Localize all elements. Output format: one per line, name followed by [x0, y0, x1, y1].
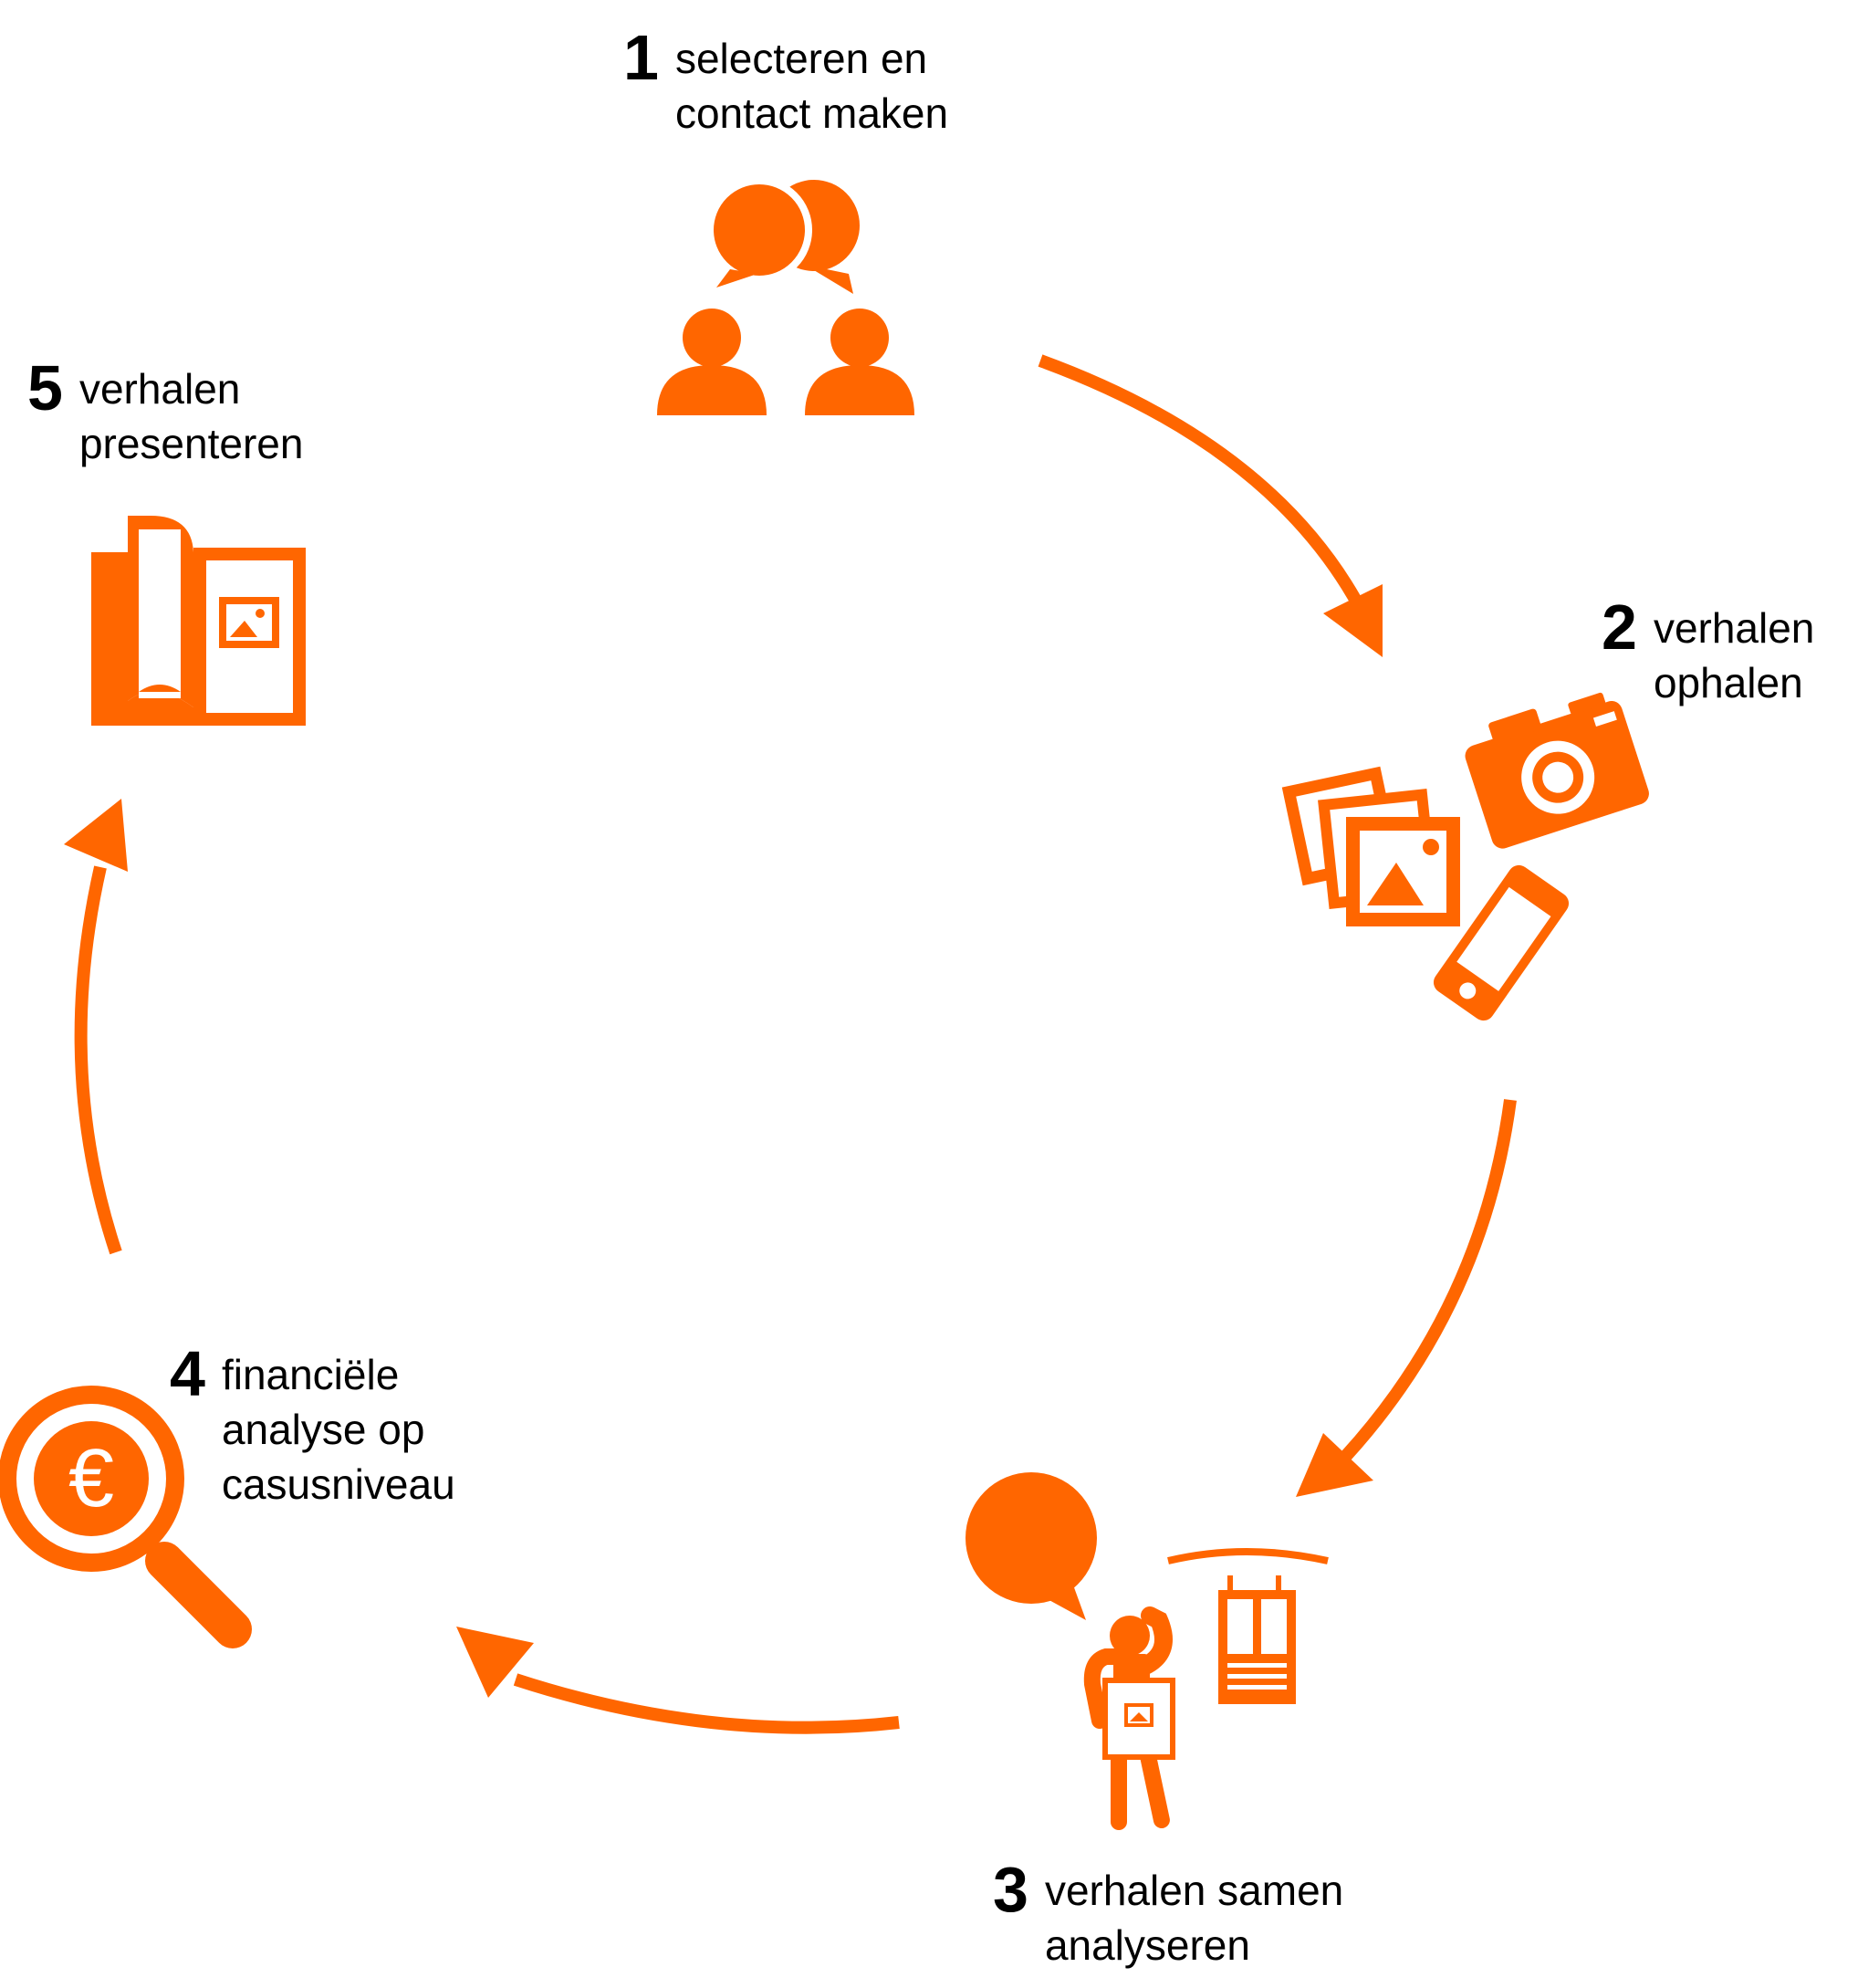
step-text: verhalen presenteren — [78, 365, 304, 467]
step-3-label: 3 verhalen samen analyseren — [993, 1857, 1343, 1972]
step-text: financiële analyse op casusniveau — [221, 1351, 455, 1508]
step-number: 3 — [993, 1854, 1028, 1925]
step-5-label: 5 verhalen presenteren — [27, 356, 303, 471]
step-number: 1 — [623, 22, 659, 93]
step-2-label: 2 verhalen ophalen — [1602, 595, 1814, 710]
euro-magnifier-icon: € — [0, 1386, 252, 1648]
step-number: 5 — [27, 352, 63, 424]
step-number: 4 — [170, 1338, 205, 1409]
arrow-3-to-4 — [456, 1627, 900, 1734]
arrow-2-to-3 — [1296, 1099, 1517, 1497]
arrow-4-to-5 — [64, 799, 128, 1255]
people-talking-icon — [657, 177, 914, 415]
step-text: verhalen samen analyseren — [1044, 1867, 1344, 1969]
open-book-icon — [91, 516, 306, 726]
person-presenting-icon — [966, 1472, 1329, 1830]
step-text: verhalen ophalen — [1653, 604, 1815, 706]
step-number: 2 — [1602, 591, 1637, 663]
step-4-label: 4 financiële analyse op casusniveau — [170, 1342, 455, 1512]
step-1-label: 1 selecteren en contact maken — [623, 26, 948, 141]
svg-text:€: € — [68, 1433, 114, 1524]
arrow-1-to-2 — [1038, 354, 1383, 657]
photos-camera-phone-icon — [1281, 692, 1649, 1021]
step-text: selecteren en contact maken — [674, 35, 949, 137]
